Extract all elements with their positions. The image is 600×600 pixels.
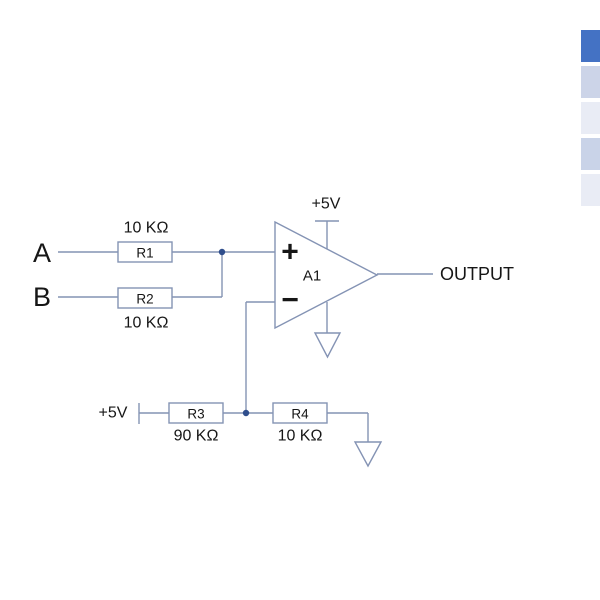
- junction-dot-inputs: [218, 248, 226, 256]
- resistor-r1-ref: R1: [136, 246, 153, 261]
- resistor-r1-box: [117, 241, 173, 263]
- input-a-label: A: [33, 238, 51, 268]
- noninverting-plus-sign: +: [281, 236, 299, 269]
- ground-symbol-divider: [353, 441, 383, 468]
- opamp-ref-label: A1: [303, 268, 321, 285]
- ground-symbol-opamp: [313, 332, 342, 359]
- resistor-r3-value: 90 KΩ: [174, 428, 219, 445]
- opamp-triangle: [274, 220, 379, 330]
- opamp-rail-supply-label: +5V: [312, 196, 341, 213]
- resistor-r4-value: 10 KΩ: [278, 428, 323, 445]
- output-label: OUTPUT: [440, 264, 514, 284]
- resistor-r3-ref: R3: [187, 407, 204, 422]
- sidebar-swatch-selected[interactable]: [581, 30, 600, 62]
- sidebar-swatch-2[interactable]: [581, 66, 600, 98]
- resistor-r4-ref: R4: [291, 407, 309, 422]
- resistor-r2-ref: R2: [136, 292, 153, 307]
- sidebar-swatch-3[interactable]: [581, 102, 600, 134]
- resistor-r2-value: 10 KΩ: [124, 315, 169, 332]
- sidebar-swatch-5[interactable]: [581, 174, 600, 206]
- input-b-label: B: [33, 282, 51, 312]
- divider-supply-label: +5V: [99, 405, 128, 422]
- resistor-r2-box: [117, 287, 173, 309]
- resistor-r1-value: 10 KΩ: [124, 220, 169, 237]
- sidebar-swatch-4[interactable]: [581, 138, 600, 170]
- junction-dot-divider: [242, 409, 250, 417]
- inverting-minus-sign: −: [281, 284, 299, 317]
